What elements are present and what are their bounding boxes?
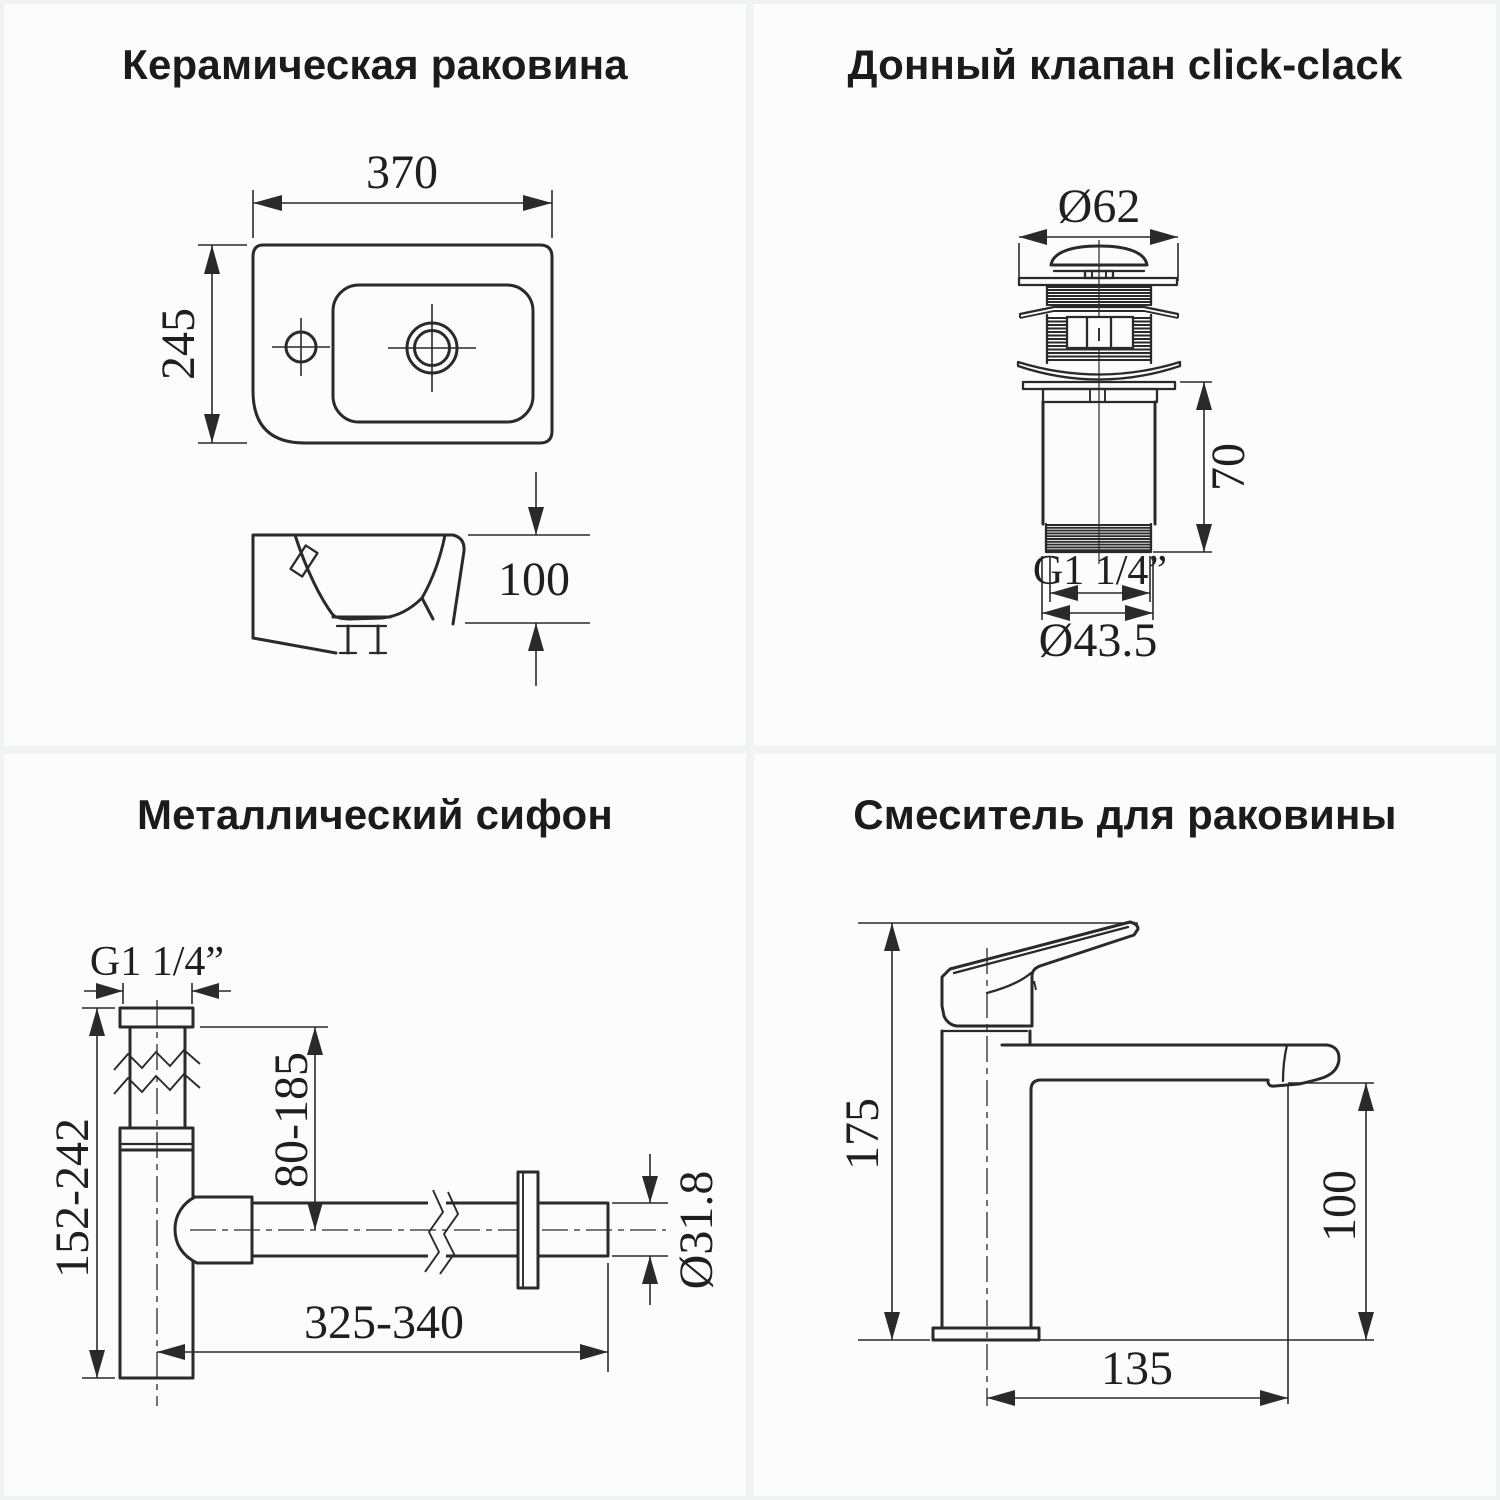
panel-ceramic-sink: Керамическая раковина 370 [4,4,746,746]
sink-top-view [253,245,552,443]
dim-width-370: 370 [253,146,552,238]
dim-height-100: 100 [465,472,590,686]
dim-text-100: 100 [498,553,570,606]
dim-cap-diameter: Ø62 [1019,180,1178,281]
dim-text-70: 70 [1202,443,1255,491]
dim-text-62: Ø62 [1058,180,1141,233]
sink-side-view [253,535,464,653]
dim-text-370: 370 [366,146,438,199]
valve-cap [1019,246,1177,285]
panel-title-ceramic-sink: Керамическая раковина [122,41,628,88]
dim-outlet-height-range: 80-185 [200,1027,328,1230]
panel-title-faucet: Смеситель для раковины [853,791,1397,838]
dim-body-height: 70 [1153,382,1255,552]
dim-length-range: 325-340 [157,1263,608,1372]
faucet-hole [272,318,330,376]
dim-text-thread: G1 1/4” [1033,548,1167,594]
panel-metal-siphon: Металлический сифон [4,754,746,1496]
sink-drawing: 370 245 [152,146,746,746]
dim-thread: G1 1/4” [1033,548,1167,602]
siphon-inlet [114,1008,200,1128]
dim-text-faucet-100: 100 [1313,1170,1366,1242]
siphon-body [120,1128,193,1378]
dim-text-135: 135 [1101,1342,1173,1395]
siphon-drawing: G1 1/4” 152-242 80-185 Ø31.8 [46,939,723,1496]
dim-outlet-diameter: Ø43.5 [1039,556,1158,667]
dim-spout-reach: 135 [987,1086,1288,1406]
drain-hole [388,304,476,392]
valve-body [1043,402,1155,524]
valve-drawing: Ø62 70 G1 1/4” Ø43.5 [754,180,1255,667]
valve-upper-thread [1047,285,1151,305]
faucet-drawing: 175 100 135 [836,754,1374,1406]
dim-text-80-185: 80-185 [265,1052,318,1188]
overflow-slot [291,545,318,576]
valve-upper-flange [1020,307,1178,318]
panel-title-siphon: Металлический сифон [137,791,613,838]
faucet-base [933,1328,1039,1340]
siphon-outlet-pipe [190,1190,666,1274]
dim-height-range: 152-242 [46,1008,115,1378]
faucet-handle [942,922,1138,1026]
dim-text-325-340: 325-340 [304,1296,464,1349]
dim-faucet-height: 175 [836,923,1138,1340]
dim-depth-245: 245 [152,245,247,443]
faucet-body [933,1031,1339,1340]
dim-text-175: 175 [836,1098,889,1170]
dim-pipe-diameter: Ø31.8 [612,1154,723,1305]
panel-title-click-clack: Донный клапан click-clack [847,41,1403,88]
dim-text-siphon-thread: G1 1/4” [90,939,224,985]
dim-text-31-8: Ø31.8 [670,1171,723,1290]
dim-text-245: 245 [152,308,205,380]
dim-siphon-thread: G1 1/4” [84,939,231,1004]
aerator-line [1283,1045,1287,1081]
valve-bottom-thread [1046,524,1151,552]
dim-text-152-242: 152-242 [46,1118,99,1278]
siphon-wall-flange [518,1172,538,1288]
dim-spout-height: 100 [1039,1083,1374,1340]
valve-main-flange [1018,362,1180,402]
valve-thread-window [1047,315,1151,363]
dim-text-43-5: Ø43.5 [1039,614,1158,667]
panel-basin-faucet: Смеситель для раковины [754,754,1496,1496]
panel-click-clack-valve: Донный клапан click-clack [754,4,1496,746]
